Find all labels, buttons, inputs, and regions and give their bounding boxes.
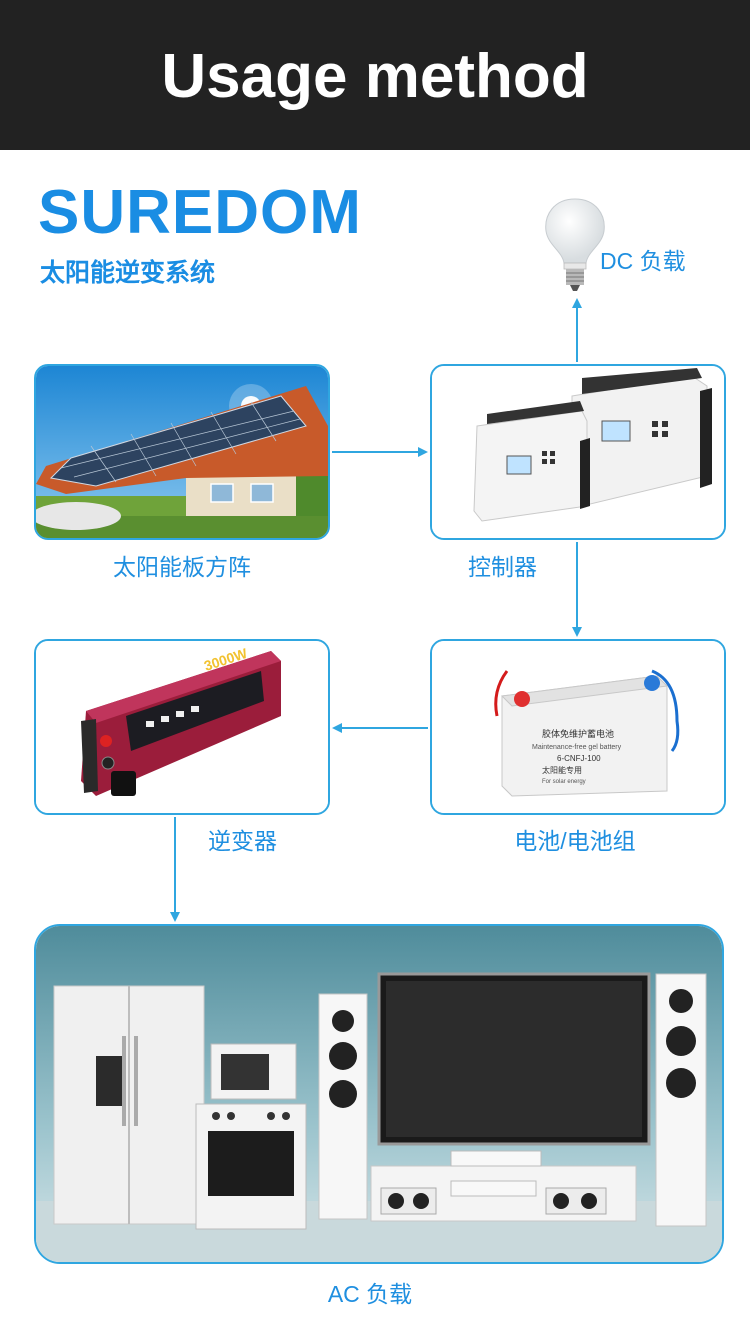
battery-box: 胶体免维护蓄电池 Maintenance-free gel battery 6-… [430, 639, 726, 815]
battery-text-en: Maintenance-free gel battery [532, 744, 622, 751]
battery-model: 6-CNFJ-100 [557, 754, 601, 763]
battery-solar-en: For solar energy [542, 779, 586, 785]
solar-house-image [36, 366, 328, 538]
inverter-image: 3000W [36, 641, 328, 813]
solar-panel-box [34, 364, 330, 540]
ac-load-box [34, 924, 724, 1264]
dc-load-label: DC 负载 [600, 248, 686, 274]
controller-label: 控制器 [468, 554, 537, 580]
charge-controller-image [432, 366, 724, 538]
inverter-label: 逆变器 [208, 828, 277, 854]
battery-label: 电池/电池组 [514, 828, 636, 854]
home-appliances-image [36, 926, 722, 1262]
ac-load-label: AC 负载 [327, 1281, 413, 1307]
page-title: Usage method [161, 42, 589, 111]
inverter-box: 3000W [34, 639, 330, 815]
light-bulb-icon [545, 198, 605, 291]
header-bar: Usage method [0, 0, 750, 150]
solar-panel-label: 太阳能板方阵 [113, 554, 251, 580]
battery-solar-cn: 太阳能专用 [542, 765, 582, 775]
brand-name: SUREDOM [38, 178, 362, 247]
controller-box [430, 364, 726, 540]
brand-subtitle: 太阳能逆变系统 [40, 259, 216, 287]
battery-image: 胶体免维护蓄电池 Maintenance-free gel battery 6-… [432, 641, 724, 813]
battery-text-cn: 胶体免维护蓄电池 [542, 728, 614, 739]
